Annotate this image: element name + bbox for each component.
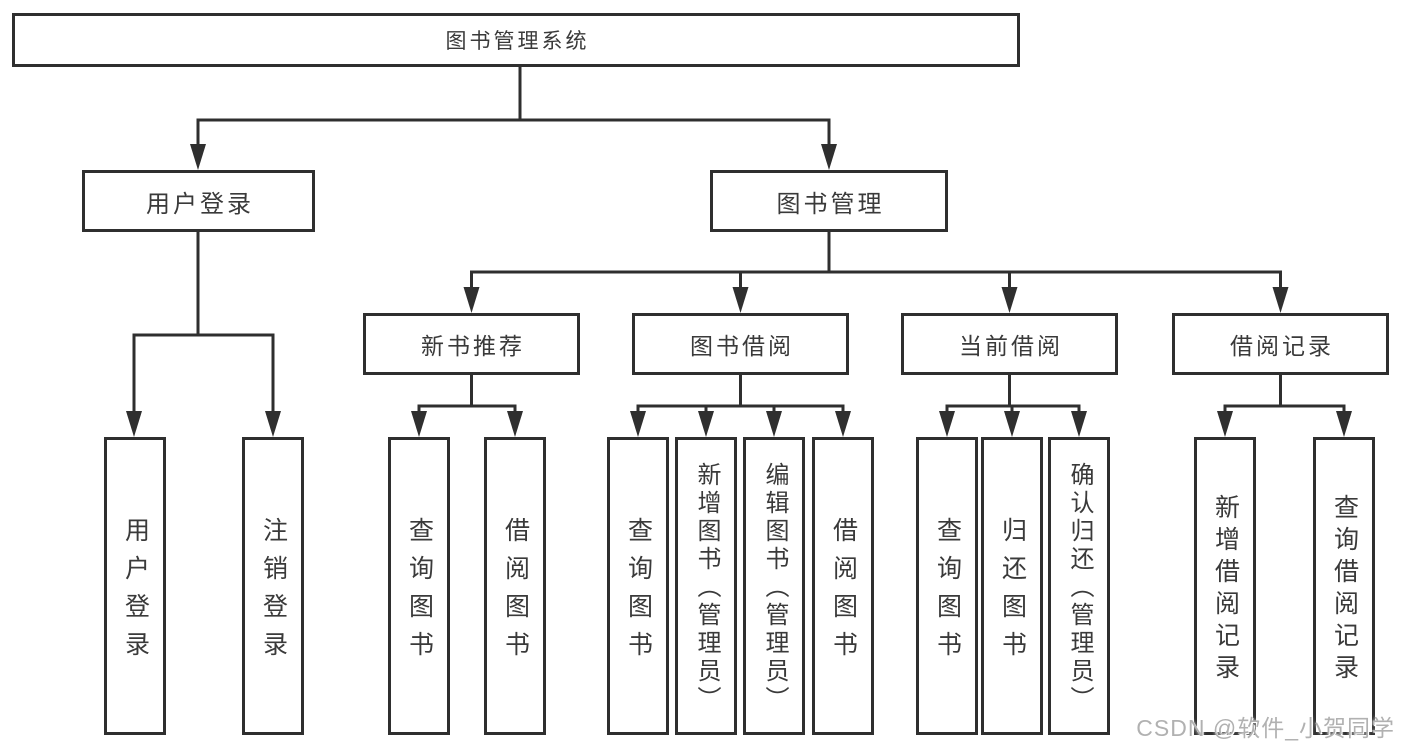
arrowhead (732, 287, 749, 313)
node-new-book-recommend: 新书推荐 (363, 313, 580, 375)
leaf-borrow-books: 借阅图书 (812, 437, 874, 735)
leaf-label: 用户登录 (121, 516, 150, 669)
leaf-label: 查询图书 (405, 516, 434, 669)
leaf-add-borrow-record: 新增借阅记录 (1194, 437, 1256, 735)
leaf-confirm-return-admin: 确认归还（管理员） (1048, 437, 1110, 735)
leaf-query-books-recommend: 查询图书 (388, 437, 450, 735)
leaf-label: 归还图书 (998, 516, 1027, 669)
node-book-management: 图书管理 (710, 170, 948, 232)
arrowhead (1272, 287, 1289, 313)
node-label: 用户登录 (146, 190, 254, 218)
arrowhead (698, 411, 714, 437)
node-label: 图书借阅 (690, 333, 794, 359)
connector-book-borrowing-to-leaves (630, 375, 851, 437)
leaf-query-books-current: 查询图书 (916, 437, 978, 735)
arrowhead (463, 287, 480, 313)
arrowhead (507, 411, 523, 437)
leaf-label: 注销登录 (259, 516, 288, 669)
connector-book-management-to-level3 (463, 232, 1289, 313)
arrowhead (1071, 411, 1087, 437)
leaf-label: 借阅图书 (501, 516, 530, 669)
node-user-login: 用户登录 (82, 170, 315, 232)
node-library-management-system: 图书管理系统 (12, 13, 1020, 67)
arrowhead (835, 411, 851, 437)
leaf-label: 新增借阅记录 (1211, 493, 1240, 686)
leaf-query-borrow-record: 查询借阅记录 (1313, 437, 1375, 735)
node-current-borrowing: 当前借阅 (901, 313, 1118, 375)
leaf-logout: 注销登录 (242, 437, 304, 735)
connector-current-borrowing-to-leaves (939, 375, 1087, 437)
leaf-label: 编辑图书（管理员） (761, 462, 788, 714)
leaf-add-books-admin: 新增图书（管理员） (675, 437, 737, 735)
node-label: 图书管理系统 (445, 30, 590, 53)
arrowhead (1001, 287, 1018, 313)
leaf-label: 借阅图书 (829, 516, 858, 669)
arrowhead (766, 411, 782, 437)
leaf-label: 查询图书 (624, 516, 653, 669)
leaf-label: 查询图书 (933, 516, 962, 669)
arrowhead (190, 144, 206, 170)
arrowhead (126, 411, 142, 437)
leaf-label: 新增图书（管理员） (693, 462, 720, 714)
arrowhead (1217, 411, 1233, 437)
leaf-borrow-books-recommend: 借阅图书 (484, 437, 546, 735)
node-borrowing-records: 借阅记录 (1172, 313, 1389, 375)
arrowhead (630, 411, 646, 437)
leaf-return-books: 归还图书 (981, 437, 1043, 735)
leaf-label: 查询借阅记录 (1330, 493, 1359, 686)
node-label: 当前借阅 (959, 333, 1063, 359)
arrowhead (1004, 411, 1020, 437)
node-book-borrowing: 图书借阅 (632, 313, 849, 375)
arrowhead (411, 411, 427, 437)
leaf-edit-books-admin: 编辑图书（管理员） (743, 437, 805, 735)
arrowhead (821, 144, 837, 170)
connector-borrowing-records-to-leaves (1217, 375, 1352, 437)
arrowhead (265, 411, 281, 437)
leaf-label: 确认归还（管理员） (1066, 462, 1093, 714)
arrowhead (939, 411, 955, 437)
node-label: 借阅记录 (1230, 333, 1334, 359)
connector-new-book-recommend-to-leaves (411, 375, 523, 437)
arrowhead (1336, 411, 1352, 437)
leaf-user-login: 用户登录 (104, 437, 166, 735)
csdn-watermark: CSDN @软件_小贺同学 (1136, 715, 1395, 741)
node-label: 新书推荐 (421, 333, 525, 359)
node-label: 图书管理 (776, 190, 885, 218)
connector-user-login-to-leaves (126, 232, 281, 437)
connector-root-to-level2 (190, 67, 837, 170)
leaf-query-books-borrowing: 查询图书 (607, 437, 669, 735)
